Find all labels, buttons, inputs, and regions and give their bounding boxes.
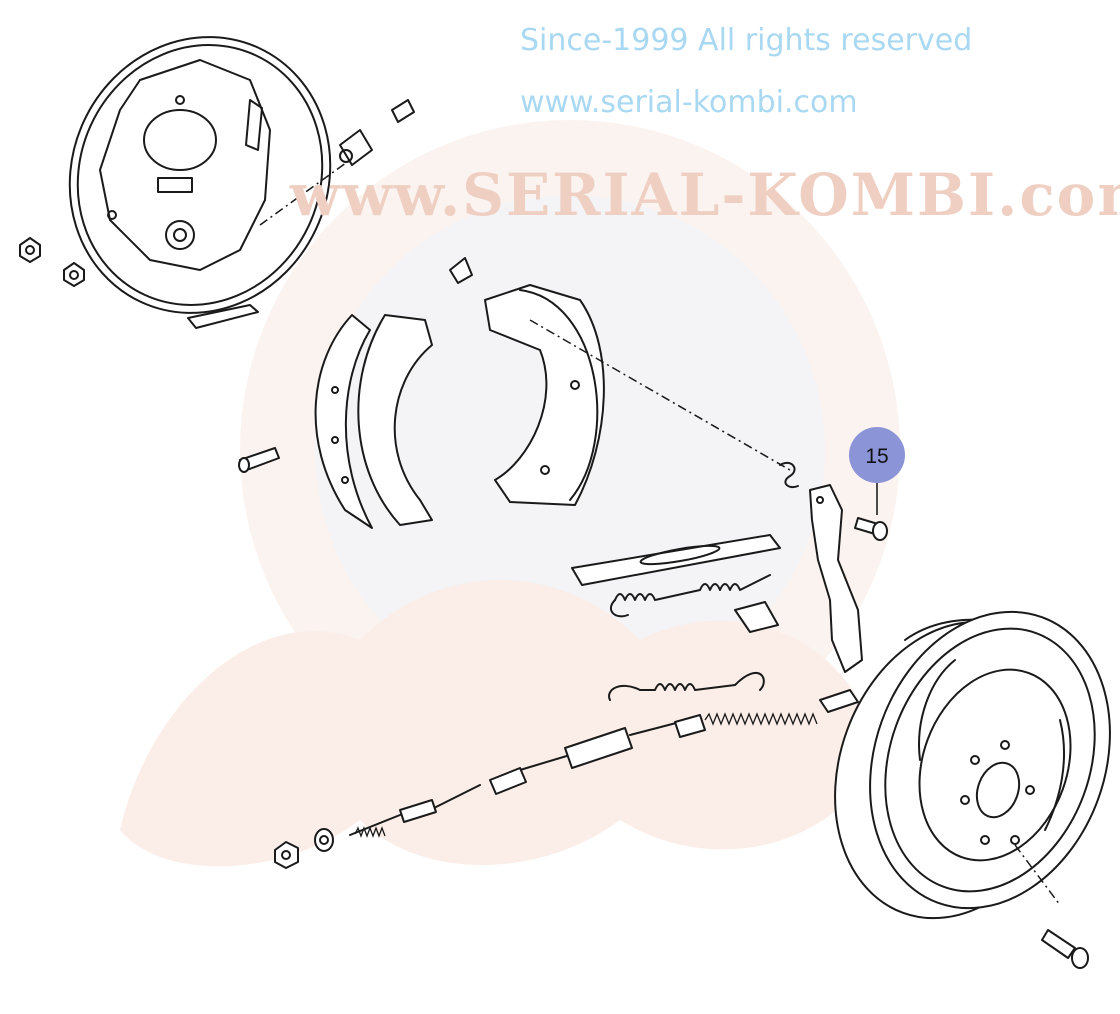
- watermark-since-text: Since-1999 All rights reserved: [520, 23, 972, 58]
- drum-leader-line: [1014, 844, 1061, 906]
- handbrake-cable: [349, 689, 859, 838]
- nuts-left: [19, 237, 85, 287]
- bolt-15: [854, 517, 888, 541]
- handbrake-lever: [809, 484, 863, 673]
- brake-shoe-right: [484, 284, 605, 506]
- spring-lower: [608, 671, 765, 701]
- drum-bolt: [1041, 929, 1089, 969]
- brake-shoe-left: [314, 314, 433, 529]
- wheel-cylinder: [259, 99, 415, 226]
- watermark-flower: [120, 580, 880, 867]
- callout-badge[interactable]: [849, 427, 905, 483]
- small-clip: [779, 461, 799, 488]
- backing-plate: [68, 36, 332, 314]
- adjuster-clip: [449, 257, 473, 284]
- spring-clip: [734, 601, 779, 633]
- retaining-clip: [187, 304, 259, 329]
- leader-line: [529, 319, 791, 471]
- brake-drum: [834, 610, 1111, 920]
- spring-upper: [609, 574, 771, 618]
- watermark-small-text: www.serial-kombi.com: [520, 85, 858, 120]
- callout-15[interactable]: 15: [849, 427, 905, 515]
- pin-bolt: [238, 447, 280, 473]
- callout-label: 15: [865, 445, 888, 468]
- watermark-main-text: www.SERIAL-KOMBI.com: [289, 161, 1120, 229]
- watermark-text: Since-1999 All rights reserved www.seria…: [289, 23, 1120, 229]
- nut-washer: [274, 828, 334, 869]
- adjuster-strut: [571, 534, 781, 586]
